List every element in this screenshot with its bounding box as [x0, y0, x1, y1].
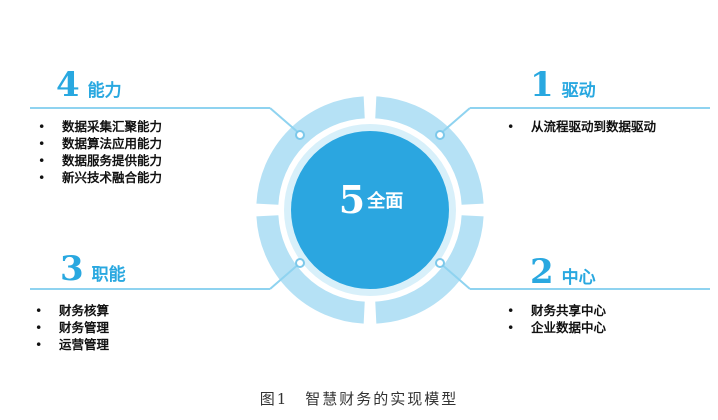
ring-segment-bottom-left [256, 214, 366, 324]
core-circle [291, 131, 449, 289]
connector-line-top-left [30, 107, 270, 109]
quadrant-number: 1 [530, 65, 554, 105]
center-number: 5 [338, 177, 366, 222]
list-item: 运营管理 [35, 336, 109, 353]
list-item: 新兴技术融合能力 [38, 169, 162, 186]
quadrant-number: 4 [56, 65, 80, 105]
item-list-top-left: 数据采集汇聚能力 数据算法应用能力 数据服务提供能力 新兴技术融合能力 [38, 118, 162, 186]
item-list-bottom-left: 财务核算 财务管理 运营管理 [35, 302, 109, 353]
heading-top-right: 1 驱动 [530, 68, 596, 102]
list-item: 数据服务提供能力 [38, 152, 162, 169]
connector-line-bottom-left [30, 288, 270, 290]
list-item: 财务管理 [35, 319, 109, 336]
list-item: 数据采集汇聚能力 [38, 118, 162, 135]
quadrant-number: 2 [530, 252, 554, 292]
center-text: 全面 [367, 191, 404, 212]
connector-line-top-right [470, 107, 710, 109]
heading-top-left: 4 能力 [56, 68, 122, 102]
figure-caption: 图1 智慧财务的实现模型 [259, 390, 459, 408]
ring-dot-bottom-left [295, 258, 305, 268]
heading-bottom-right: 2 中心 [530, 255, 596, 289]
quadrant-title: 能力 [87, 81, 122, 101]
quadrant-title: 职能 [91, 265, 126, 285]
quadrant-number: 3 [60, 249, 84, 289]
list-item: 从流程驱动到数据驱动 [507, 118, 656, 135]
connector-line-bottom-right [470, 288, 710, 290]
quadrant-title: 驱动 [561, 81, 596, 101]
list-item: 财务核算 [35, 302, 109, 319]
ring-dot-top-left [295, 130, 305, 140]
item-list-top-right: 从流程驱动到数据驱动 [507, 118, 656, 135]
ring-dot-top-right [435, 130, 445, 140]
quadrant-title: 中心 [561, 268, 596, 288]
center-label: 5 全面 [288, 170, 454, 230]
list-item: 企业数据中心 [507, 319, 606, 336]
list-item: 财务共享中心 [507, 302, 606, 319]
ring-segment-bottom-right [374, 214, 484, 324]
list-item: 数据算法应用能力 [38, 135, 162, 152]
item-list-bottom-right: 财务共享中心 企业数据中心 [507, 302, 606, 336]
heading-bottom-left: 3 职能 [60, 252, 126, 286]
ring-dot-bottom-right [435, 258, 445, 268]
